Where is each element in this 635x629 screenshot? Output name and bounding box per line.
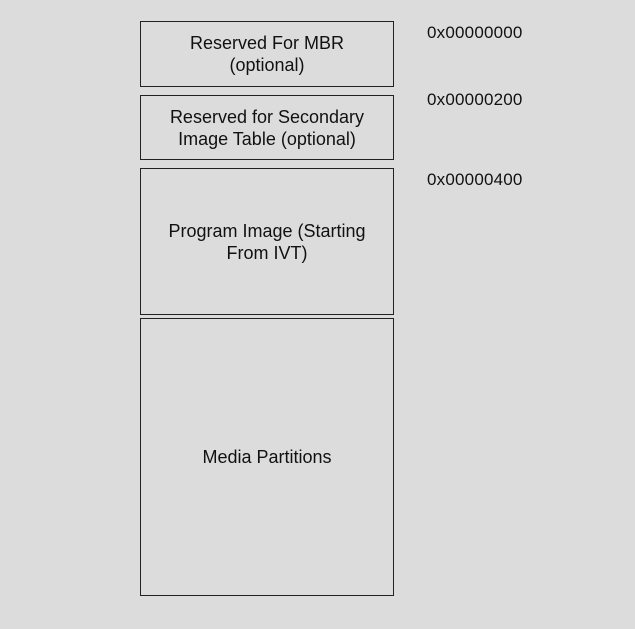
secondary-image-table-block: Reserved for Secondary Image Table (opti… [140, 95, 394, 160]
mbr-reserved-label: Reserved For MBR (optional) [189, 33, 345, 75]
mbr-reserved-block: Reserved For MBR (optional) [140, 21, 394, 87]
address-label-2: 0x00000400 [427, 170, 523, 189]
secondary-image-table-label: Reserved for Secondary Image Table (opti… [169, 106, 365, 149]
program-image-block: Program Image (Starting From IVT) [140, 168, 394, 315]
address-label-0: 0x00000000 [427, 23, 523, 42]
media-partitions-label: Media Partitions [202, 447, 332, 467]
program-image-label: Program Image (Starting From IVT) [168, 220, 366, 263]
address-label-1: 0x00000200 [427, 90, 523, 109]
media-partitions-block: Media Partitions [140, 318, 394, 596]
